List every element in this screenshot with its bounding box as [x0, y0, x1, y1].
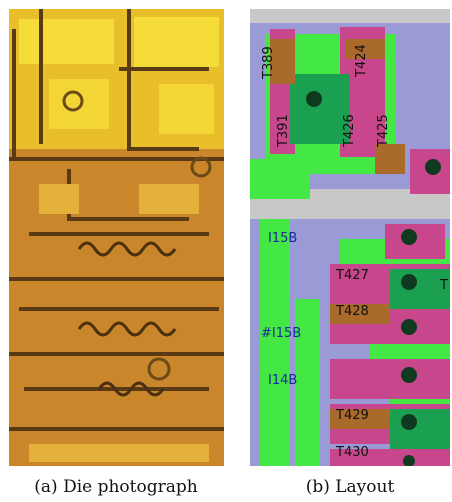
- label-t424: T424: [354, 44, 369, 78]
- label-t426: T426: [342, 114, 357, 148]
- die-photo-image: [9, 9, 224, 466]
- label-t428: T428: [335, 304, 369, 319]
- label-i15b: I15B: [268, 231, 297, 246]
- layout-image: T389 T424 T391 T426 T425 I15B T427 T428 …: [250, 9, 450, 466]
- layout-diagram: T389 T424 T391 T426 T425 I15B T427 T428 …: [250, 9, 450, 466]
- die-photograph: [9, 9, 224, 466]
- label-t429: T429: [335, 408, 369, 423]
- caption-layout: (b) Layout: [305, 477, 395, 497]
- label-t389: T389: [261, 46, 276, 80]
- label-hash-i15b: #I15B: [261, 326, 301, 341]
- label-t430: T430: [335, 445, 369, 460]
- label-edge-t: T: [439, 278, 448, 293]
- label-t427: T427: [335, 268, 369, 283]
- caption-die-photograph: (a) Die photograph: [34, 477, 198, 497]
- label-i14b: I14B: [268, 373, 297, 388]
- label-t391: T391: [276, 114, 291, 148]
- label-t425: T425: [376, 114, 391, 148]
